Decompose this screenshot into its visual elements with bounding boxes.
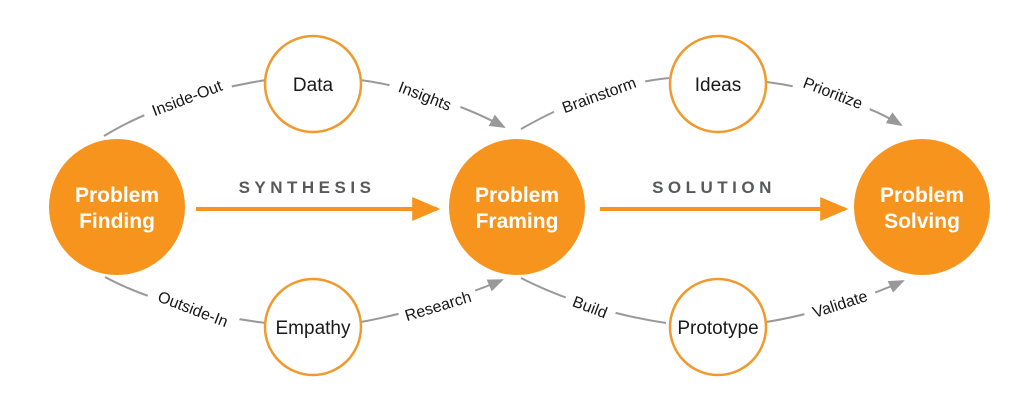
- research-text: Research: [403, 289, 473, 325]
- problem-finding-label-line1: Problem: [75, 184, 159, 207]
- node-ideas: Ideas: [668, 34, 768, 134]
- empathy-label: Empathy: [276, 318, 351, 339]
- empathy-circle: [263, 277, 363, 377]
- solution-label: SOLUTION: [652, 178, 776, 197]
- node-problem-framing: Problem Framing: [449, 139, 585, 275]
- node-data: Data: [263, 34, 363, 134]
- brainstorm-backdrop: [550, 68, 648, 122]
- outside-in-backdrop: [145, 281, 241, 337]
- node-problem-solving: Problem Solving: [854, 139, 990, 275]
- data-circle: [263, 34, 363, 134]
- problem-framing-label-line2: Framing: [476, 210, 559, 233]
- node-empathy: Empathy: [263, 277, 363, 377]
- prototype-label: Prototype: [677, 318, 758, 339]
- edge-label-inside-out: Inside-Out: [140, 71, 234, 125]
- edge-label-validate: Validate: [801, 282, 879, 326]
- synthesis-label: SYNTHESIS: [239, 178, 376, 197]
- build-backdrop: [561, 287, 619, 327]
- problem-solving-label-line1: Problem: [880, 184, 964, 207]
- edge-label-outside-in: Outside-In: [145, 281, 241, 337]
- edge-label-insights: Insights: [386, 72, 464, 120]
- problem-finding-label-line2: Finding: [79, 210, 155, 233]
- edge-label-brainstorm: Brainstorm: [550, 68, 648, 122]
- node-problem-finding: Problem Finding: [49, 139, 185, 275]
- edge-label-build: Build: [561, 287, 619, 327]
- insights-backdrop: [386, 72, 464, 120]
- validate-backdrop: [801, 282, 879, 326]
- problem-framing-label-line1: Problem: [475, 184, 559, 207]
- ideas-circle: [668, 34, 768, 134]
- problem-finding-circle: [49, 139, 185, 275]
- research-backdrop: [396, 283, 480, 329]
- prioritize-text: Prioritize: [801, 75, 865, 113]
- data-label: Data: [293, 75, 334, 96]
- prioritize-backdrop: [791, 68, 875, 118]
- inside-out-backdrop: [140, 71, 234, 125]
- edge-label-prioritize: Prioritize: [791, 68, 875, 118]
- problem-solving-circle: [854, 139, 990, 275]
- problem-solving-label-line2: Solving: [884, 210, 960, 233]
- problem-framing-circle: [449, 139, 585, 275]
- edge-label-research: Research: [396, 283, 480, 329]
- node-prototype: Prototype: [668, 277, 768, 377]
- ideas-label: Ideas: [695, 75, 741, 96]
- prototype-circle: [668, 277, 768, 377]
